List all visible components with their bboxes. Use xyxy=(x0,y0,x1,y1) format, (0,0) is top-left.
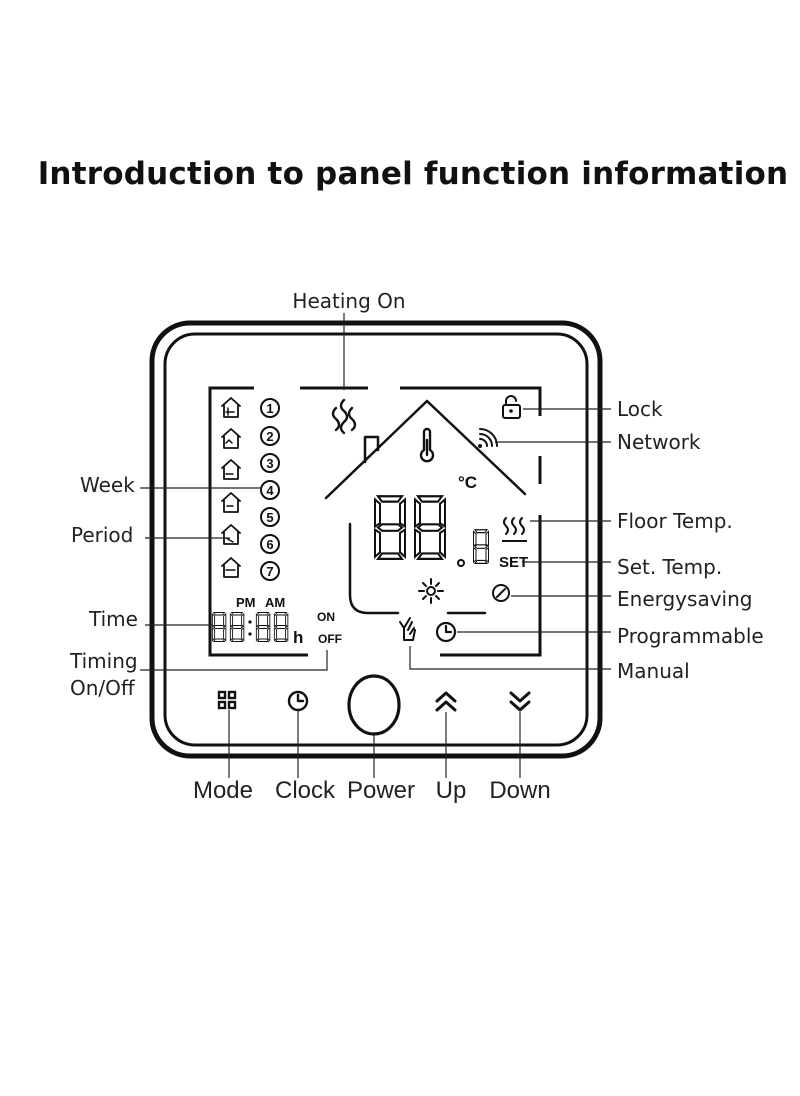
celsius-unit: °C xyxy=(458,473,477,492)
period-label: Period xyxy=(71,523,133,547)
week-label: Week xyxy=(80,473,135,497)
sun-icon xyxy=(418,578,444,604)
down-button-label: Down xyxy=(489,777,550,804)
time-label: Time xyxy=(88,607,138,631)
up-button-label: Up xyxy=(436,777,467,804)
timing-label-line1: Timing xyxy=(69,649,138,673)
hour-unit: h xyxy=(293,628,303,647)
grid-icon xyxy=(217,690,237,710)
heating-on-label: Heating On xyxy=(292,289,405,313)
floor-temp-label: Floor Temp. xyxy=(617,509,733,533)
day-number: 1 xyxy=(266,401,273,416)
mode-button[interactable] xyxy=(217,690,237,710)
day-number: 2 xyxy=(266,429,273,444)
network-label: Network xyxy=(617,430,701,454)
pm-indicator: PM xyxy=(236,595,256,610)
day-number: 5 xyxy=(266,510,273,525)
week-day-numbers: 1 2 3 4 5 6 7 xyxy=(260,398,280,581)
programmable-label: Programmable xyxy=(617,624,764,648)
timer-on-indicator: ON xyxy=(317,610,335,624)
clock-icon xyxy=(435,621,457,643)
hand-icon xyxy=(399,617,416,641)
set-indicator: SET xyxy=(499,554,528,571)
leaf-icon xyxy=(492,584,510,602)
day-number: 3 xyxy=(266,456,273,471)
set-temp-label: Set. Temp. xyxy=(617,555,722,579)
clock-button[interactable] xyxy=(287,690,309,712)
temperature-digits xyxy=(373,495,490,567)
panel-frame-inner xyxy=(163,332,589,747)
wifi-signal-icon xyxy=(478,428,498,448)
leader-lines xyxy=(140,313,611,778)
panel-frame-outer xyxy=(149,320,603,759)
page-title: Introduction to panel function informati… xyxy=(37,156,789,192)
house-outline xyxy=(324,399,527,615)
power-button[interactable] xyxy=(347,674,401,736)
floor-heat-icon xyxy=(502,517,527,542)
timer-off-indicator: OFF xyxy=(318,632,342,646)
timing-label-line2: On/Off xyxy=(70,676,136,700)
energysaving-label: Energysaving xyxy=(617,587,752,611)
down-button[interactable] xyxy=(509,691,531,712)
time-digits xyxy=(211,612,289,642)
heating-waves-icon xyxy=(331,398,357,435)
padlock-icon xyxy=(502,395,521,419)
power-button-label: Power xyxy=(347,777,415,804)
day-number: 7 xyxy=(266,564,273,579)
period-icons xyxy=(221,397,241,578)
lock-label: Lock xyxy=(617,397,663,421)
manual-label: Manual xyxy=(617,659,690,683)
am-indicator: AM xyxy=(265,595,285,610)
mode-button-label: Mode xyxy=(193,777,253,804)
thermometer-icon xyxy=(419,427,435,463)
day-number: 6 xyxy=(266,537,273,552)
clock-button-label: Clock xyxy=(275,777,336,804)
up-button[interactable] xyxy=(435,691,457,712)
day-number: 4 xyxy=(266,483,274,498)
